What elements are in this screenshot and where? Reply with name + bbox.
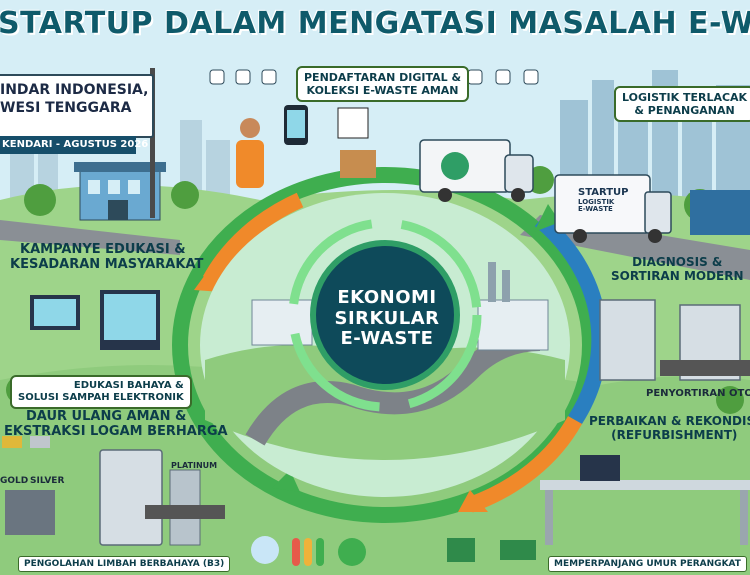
recycling-machine bbox=[5, 449, 225, 546]
center-line-1: EKONOMI bbox=[337, 287, 437, 308]
arrowhead-icon bbox=[272, 470, 300, 492]
center-label: EKONOMI SIRKULAR E-WASTE bbox=[312, 287, 462, 350]
stage-logistics-line-2: & PENANGANAN bbox=[634, 104, 735, 118]
stage-repair-sub: MEMPERPANJANG UMUR PERANGKAT bbox=[548, 556, 747, 572]
stage-logistics-label: LOGISTIK TERLACAK & PENANGANAN bbox=[614, 86, 750, 123]
stage-recycle-label: DAUR ULANG AMAN & EKSTRAKSI LOGAM BERHAR… bbox=[4, 409, 228, 440]
metal-gold-label: GOLD bbox=[0, 476, 29, 486]
event-banner: INDAR INDONESIA, WESI TENGGARA bbox=[0, 74, 154, 138]
stage-education-label: KAMPANYE EDUKASI & KESADARAN MASYARAKAT bbox=[10, 242, 204, 273]
inner-cycle-arrows bbox=[288, 218, 482, 412]
stage-education-line-1: KAMPANYE EDUKASI & bbox=[20, 242, 186, 257]
truck-text-line-2: LOGISTIK bbox=[578, 197, 615, 206]
repair-workbench bbox=[540, 455, 750, 545]
stage-diagnosis-line-2: SORTIRAN MODERN bbox=[611, 268, 744, 283]
metal-platinum-label: PLATINUM bbox=[171, 461, 218, 470]
recycling-factory bbox=[251, 262, 549, 351]
road-left bbox=[0, 220, 180, 255]
recycle-box bbox=[340, 150, 376, 178]
stage-recycle-line-2: EKSTRAKSI LOGAM BERHARGA bbox=[4, 423, 228, 439]
stage-registration-line-1: PENDAFTARAN DIGITAL & bbox=[304, 71, 462, 84]
top-device-icons bbox=[209, 69, 539, 85]
sorting-machines bbox=[599, 299, 750, 381]
stage-education-sub: EDUKASI BAHAYA & SOLUSI SAMPAH ELEKTRONI… bbox=[10, 375, 192, 409]
arrowhead-icon bbox=[534, 204, 560, 232]
stage-logistics-line-1: LOGISTIK TERLACAK bbox=[622, 91, 748, 104]
center-line-2: SIRKULAR bbox=[334, 307, 440, 329]
bottom-icons bbox=[251, 536, 536, 566]
stage-recycle-sub: PENGOLAHAN LIMBAH BERBAHAYA (B3) bbox=[18, 556, 231, 572]
stage-education-line-2: KESADARAN MASYARAKAT bbox=[10, 256, 204, 272]
stage-repair-label: PERBAIKAN & REKONDISI (REFURBISHMENT) bbox=[589, 414, 750, 443]
truck-text-line-1: STARTUP bbox=[578, 187, 629, 198]
education-screen bbox=[30, 290, 160, 350]
woman-with-phone bbox=[236, 105, 308, 188]
shipping-container bbox=[690, 190, 750, 235]
metal-bars bbox=[2, 436, 50, 448]
page-title: STARTUP DALAM MENGATASI MASALAH E-W bbox=[0, 6, 750, 41]
banner-line-1: INDAR INDONESIA, bbox=[0, 82, 149, 98]
collection-truck bbox=[419, 139, 534, 202]
center-line-3: E-WASTE bbox=[340, 328, 434, 350]
truck-text-line-3: E-WASTE bbox=[578, 204, 613, 213]
qr-code-icon bbox=[337, 107, 369, 139]
banner-line-2: WESI TENGGARA bbox=[0, 99, 132, 116]
metal-silver-label: SILVER bbox=[30, 476, 65, 486]
stage-education-sub-line-1: EDUKASI BAHAYA & bbox=[73, 380, 184, 391]
stage-repair-line-2: (REFURBISHMENT) bbox=[611, 427, 738, 442]
logistics-truck bbox=[554, 174, 672, 243]
stage-diagnosis-sub: PENYORTIRAN OTOMAT bbox=[646, 388, 750, 399]
stage-registration-label: PENDAFTARAN DIGITAL & KOLEKSI E-WASTE AM… bbox=[296, 66, 470, 103]
stage-repair-line-1: PERBAIKAN & REKONDISI bbox=[589, 414, 750, 428]
stage-diagnosis-label: DIAGNOSIS & SORTIRAN MODERN bbox=[611, 255, 744, 284]
government-building bbox=[74, 162, 166, 221]
circular-economy-loop bbox=[172, 167, 608, 523]
logistics-truck-text: STARTUP LOGISTIK E-WASTE bbox=[578, 187, 629, 213]
stage-diagnosis-line-1: DIAGNOSIS & bbox=[632, 255, 723, 269]
arrowhead-icon bbox=[458, 490, 488, 512]
stage-recycle-line-1: DAUR ULANG AMAN & bbox=[26, 409, 187, 424]
stage-registration-line-2: KOLEKSI E-WASTE AMAN bbox=[306, 84, 459, 98]
stage-education-sub-line-2: SOLUSI SAMPAH ELEKTRONIK bbox=[18, 392, 184, 403]
event-date-strip: KENDARI - AGUSTUS 2026 bbox=[0, 136, 148, 154]
center-badge bbox=[310, 240, 460, 390]
